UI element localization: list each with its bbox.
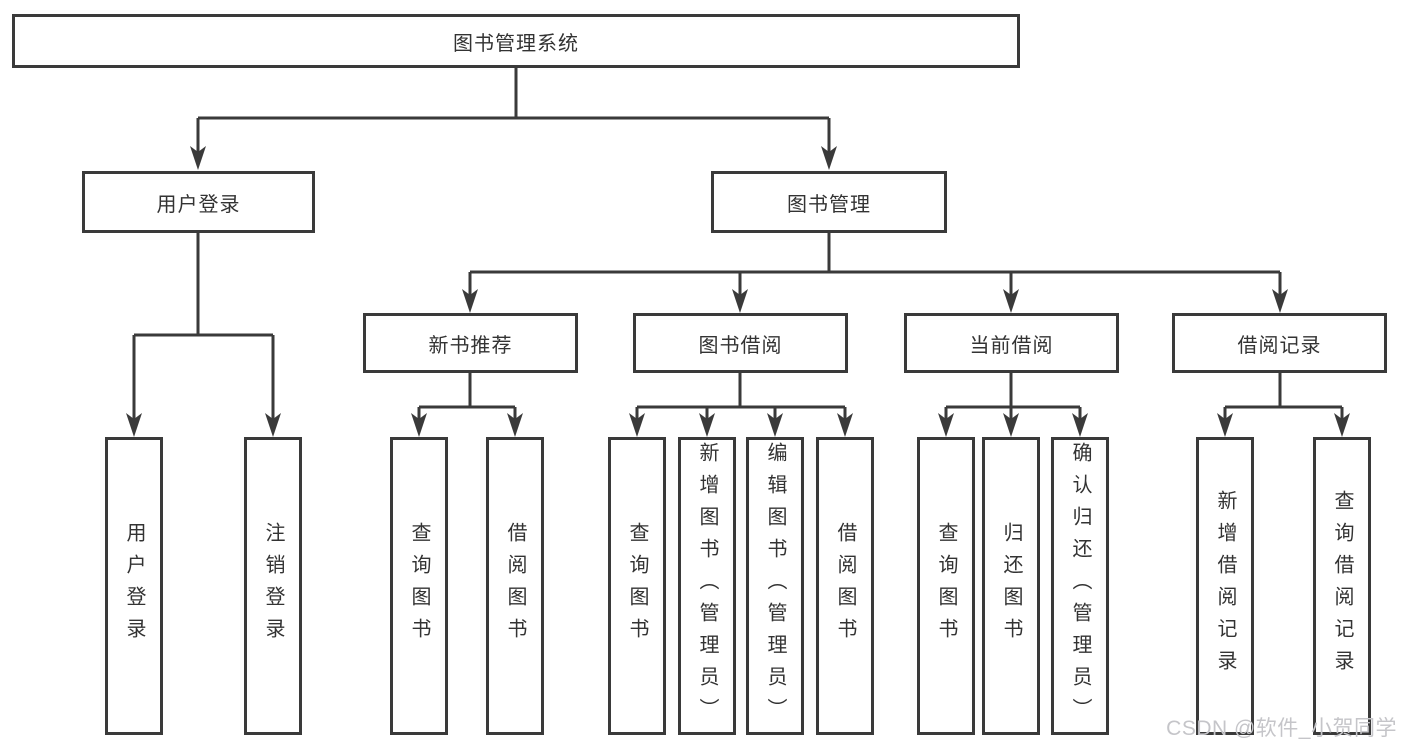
leaf-query-borrow-record: 查询借阅记录 [1313, 437, 1371, 735]
node-book-borrow: 图书借阅 [633, 313, 848, 373]
node-label: 归还图书 [1000, 522, 1022, 650]
node-label: 查询借阅记录 [1331, 490, 1353, 682]
leaf-query-books-current: 查询图书 [917, 437, 975, 735]
leaf-query-books-recommend: 查询图书 [390, 437, 448, 735]
node-label: 注销登录 [262, 522, 284, 650]
node-user-login: 用户登录 [82, 171, 315, 233]
node-label: 图书借阅 [698, 334, 783, 357]
leaf-edit-books-admin: 编辑图书（管理员） [746, 437, 804, 735]
node-label: 新书推荐 [428, 334, 513, 357]
node-label: 用户登录 [156, 193, 241, 216]
node-label: 查询图书 [408, 522, 430, 650]
watermark: CSDN @软件_小贺同学 [1166, 717, 1397, 740]
leaf-add-books-admin: 新增图书（管理员） [678, 437, 736, 735]
node-label: 新增借阅记录 [1214, 490, 1236, 682]
node-label: 图书管理 [787, 193, 871, 216]
node-label: 查询图书 [935, 522, 957, 650]
node-label: 当前借阅 [969, 334, 1054, 357]
node-borrow-records: 借阅记录 [1172, 313, 1387, 373]
node-label: 图书管理系统 [453, 32, 579, 55]
node-label: 新增图书（管理员） [696, 442, 718, 730]
node-label: 确认归还（管理员） [1069, 442, 1091, 730]
node-label: 用户登录 [123, 522, 145, 650]
arrowheads [126, 146, 1350, 437]
leaf-borrow-books: 借阅图书 [816, 437, 874, 735]
connector-lines [132, 68, 1344, 419]
node-label: 借阅记录 [1237, 334, 1322, 357]
node-label: 查询图书 [626, 522, 648, 650]
leaf-query-books-borrow: 查询图书 [608, 437, 666, 735]
leaf-user-login: 用户登录 [105, 437, 163, 735]
leaf-logout: 注销登录 [244, 437, 302, 735]
node-label: 借阅图书 [504, 522, 526, 650]
node-library-system: 图书管理系统 [12, 14, 1020, 68]
node-new-book-recommend: 新书推荐 [363, 313, 578, 373]
leaf-borrow-books-recommend: 借阅图书 [486, 437, 544, 735]
node-book-management: 图书管理 [711, 171, 947, 233]
node-current-borrow: 当前借阅 [904, 313, 1119, 373]
leaf-add-borrow-record: 新增借阅记录 [1196, 437, 1254, 735]
node-label: 编辑图书（管理员） [764, 442, 786, 730]
node-label: 借阅图书 [834, 522, 856, 650]
leaf-return-books: 归还图书 [982, 437, 1040, 735]
leaf-confirm-return-admin: 确认归还（管理员） [1051, 437, 1109, 735]
